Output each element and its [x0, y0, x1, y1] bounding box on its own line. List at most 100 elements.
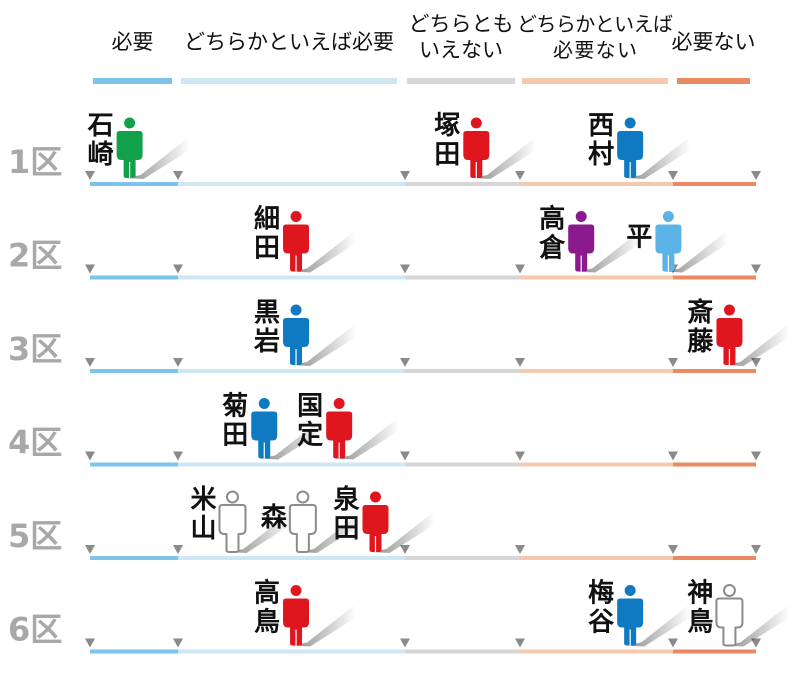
person-shadow — [371, 512, 436, 553]
candidate-name-char: 高 — [539, 204, 565, 235]
tick-arrow — [173, 638, 183, 648]
tick-arrow — [515, 264, 525, 274]
candidate: 高鳥 — [254, 578, 357, 647]
axis-segment-4 — [673, 556, 756, 560]
axis-segment-1 — [178, 462, 405, 467]
tick-arrow — [668, 171, 678, 180]
tick-arrow — [400, 358, 410, 367]
person-icon-神鳥 — [715, 584, 790, 647]
tick-arrow — [668, 358, 678, 367]
tick-arrow — [400, 638, 410, 648]
tick-arrow — [751, 358, 761, 367]
column-header-text: 必要 — [112, 30, 154, 54]
person-shadow — [335, 418, 400, 460]
axis-segment-2 — [405, 275, 520, 280]
tick-arrow — [400, 451, 410, 461]
candidate-name-char: 森 — [261, 503, 288, 533]
candidate: 平 — [626, 211, 729, 273]
candidate-name-char: 岩 — [253, 327, 280, 357]
person-shadow — [228, 512, 293, 553]
candidate-name-char: 国 — [297, 392, 323, 422]
person-shadow — [725, 325, 790, 366]
tick-arrow — [668, 545, 678, 554]
axis-segment-1 — [178, 275, 405, 280]
tick-arrow — [400, 171, 410, 180]
candidate-name-char: 倉 — [538, 233, 566, 264]
candidate: 石崎 — [87, 111, 190, 179]
axis-segment-4 — [673, 369, 756, 373]
column-header-bar — [677, 78, 750, 84]
person-shadow — [292, 605, 357, 647]
candidate-name-char: 鳥 — [687, 608, 713, 638]
axis-segment-0 — [90, 182, 178, 186]
axis-segment-0 — [90, 556, 178, 560]
person-icon-細田 — [283, 211, 357, 273]
column-header-bar — [181, 78, 397, 84]
candidate-name-char: 神 — [687, 579, 713, 609]
person-icon-菊田 — [251, 398, 325, 460]
candidate-name-char: 田 — [333, 514, 359, 544]
tick-arrow — [515, 638, 525, 648]
candidate-name-char: 平 — [626, 223, 652, 253]
candidate-name-char: 田 — [434, 140, 460, 170]
axis-segment-1 — [178, 369, 405, 373]
column-header-text: どちらかといえば必要 — [184, 30, 394, 54]
person-shadow — [664, 231, 729, 273]
person-icon-米山 — [218, 490, 293, 553]
axis-segment-2 — [405, 182, 520, 186]
candidate-name-char: 西 — [588, 111, 614, 141]
column-header-4: 必要ない — [672, 30, 756, 84]
axis-segment-4 — [673, 462, 756, 467]
district-rows: 1区石崎塚田西村2区細田高倉平3区黒岩斎藤4区菊田国定5区米山森泉田6区高鳥梅谷… — [8, 111, 790, 654]
district-row: 3区 黒岩 斎藤 — [8, 297, 790, 373]
candidate-name-char: 田 — [254, 234, 280, 264]
candidate-name-char: 鳥 — [254, 608, 280, 638]
tick-arrow — [751, 264, 761, 274]
candidate: 泉田 — [333, 484, 436, 553]
person-icon-黒岩 — [283, 304, 357, 366]
tick-arrow — [85, 638, 95, 648]
person-shadow — [626, 605, 691, 647]
axis-segment-4 — [673, 182, 756, 186]
person-shadow — [472, 138, 537, 179]
candidate: 神鳥 — [687, 579, 790, 647]
person-icon-石崎 — [116, 117, 190, 179]
column-header-text: 必要ない — [672, 30, 756, 54]
candidate-name-char: 田 — [222, 421, 248, 451]
candidate: 高倉 — [538, 204, 642, 273]
candidate: 斎藤 — [687, 297, 790, 366]
column-header-bar — [407, 78, 515, 84]
candidate-name-char: 高 — [254, 578, 280, 609]
column-header-bar — [93, 78, 172, 84]
district-label: 4区 — [8, 424, 62, 462]
candidate: 国定 — [297, 392, 400, 460]
tick-arrow — [85, 545, 95, 554]
candidate-name-char: 黒 — [254, 298, 280, 328]
axis-segment-2 — [405, 369, 520, 373]
person-icon-梅谷 — [617, 585, 691, 647]
person-icon-泉田 — [362, 491, 436, 553]
tick-arrow — [400, 264, 410, 274]
column-header-1: どちらかといえば必要 — [181, 30, 397, 84]
tick-arrow — [515, 451, 525, 461]
candidate: 細田 — [254, 205, 357, 273]
person-icon-高倉 — [568, 211, 642, 273]
candidate: 塚田 — [434, 111, 537, 179]
person-icon-斎藤 — [716, 304, 790, 366]
district-row: 5区米山森泉田 — [8, 484, 761, 560]
axis-segment-0 — [90, 275, 178, 280]
axis-segment-2 — [405, 649, 520, 654]
candidate: 菊田 — [222, 392, 325, 460]
candidate-name-char: 斎 — [687, 297, 713, 328]
person-icon-西村 — [617, 117, 691, 179]
district-label: 3区 — [8, 330, 62, 368]
person-shadow — [260, 418, 325, 460]
person-icon-国定 — [326, 398, 400, 460]
axis-segment-1 — [178, 182, 405, 186]
person-shadow — [626, 138, 691, 179]
